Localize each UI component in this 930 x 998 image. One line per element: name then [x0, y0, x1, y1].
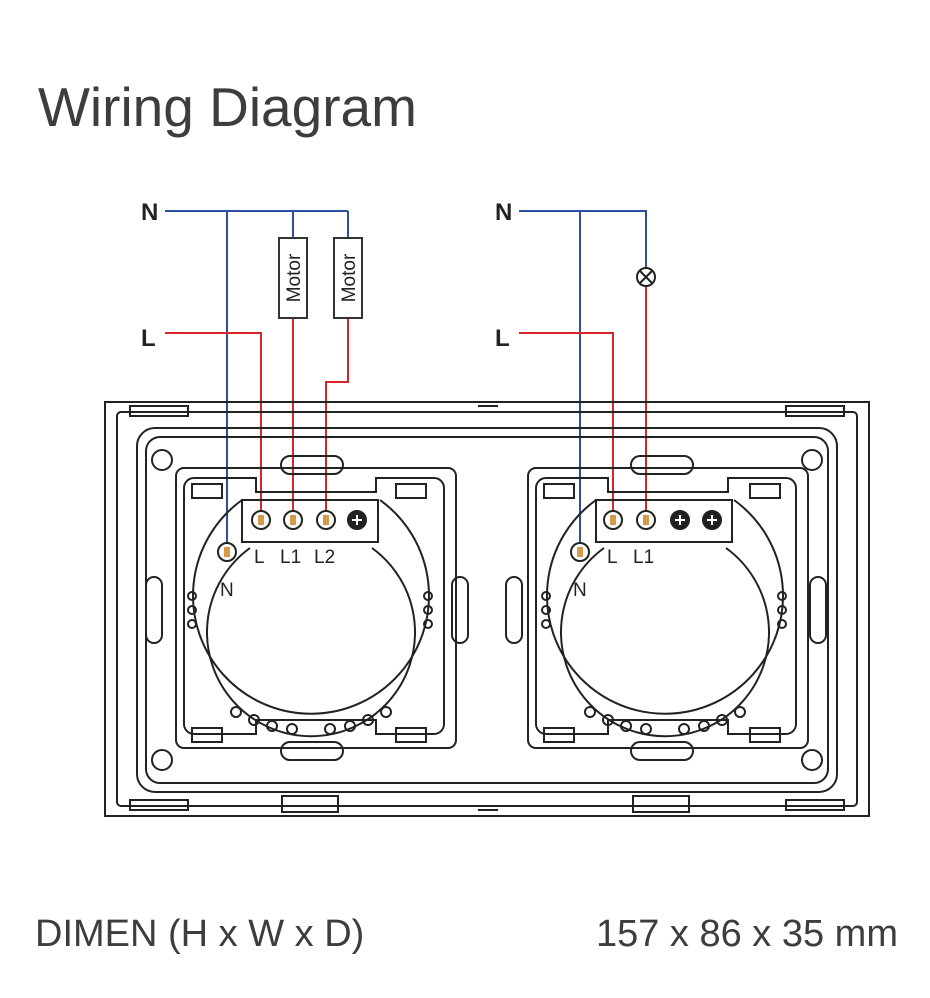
right-terminal-l-label: L [607, 547, 618, 568]
left-live-label: L [141, 325, 156, 352]
switch-frame [104, 401, 870, 817]
right-switch-module [505, 455, 827, 761]
motor-label-1: Motor [284, 253, 305, 302]
left-neutral-wire [165, 210, 349, 555]
right-neutral-wire [519, 210, 647, 555]
left-terminal-l2-label: L2 [314, 547, 335, 568]
right-terminal-l1-label: L1 [633, 547, 654, 568]
right-neutral-label: N [495, 199, 512, 226]
left-terminal-n-label: N [220, 580, 234, 601]
left-switch-module [145, 455, 469, 761]
lamp-icon [636, 267, 656, 287]
left-terminal-l1-label: L1 [280, 547, 301, 568]
left-neutral-label: N [141, 199, 158, 226]
right-terminal-n-label: N [573, 580, 587, 601]
motor-label-2: Motor [339, 253, 360, 302]
page-title: Wiring Diagram [38, 76, 417, 138]
left-terminal-l-label: L [254, 547, 265, 568]
left-live-wire [165, 318, 349, 520]
right-live-label: L [495, 325, 510, 352]
motor-load-1: Motor [278, 237, 308, 319]
right-terminals: L L1 N [570, 510, 722, 601]
dimensions-label: DIMEN (H x W x D) [35, 913, 365, 955]
dimensions-value: 157 x 86 x 35 mm [595, 913, 898, 955]
left-terminals: L L1 L2 N [217, 510, 367, 601]
motor-load-2: Motor [333, 237, 363, 319]
